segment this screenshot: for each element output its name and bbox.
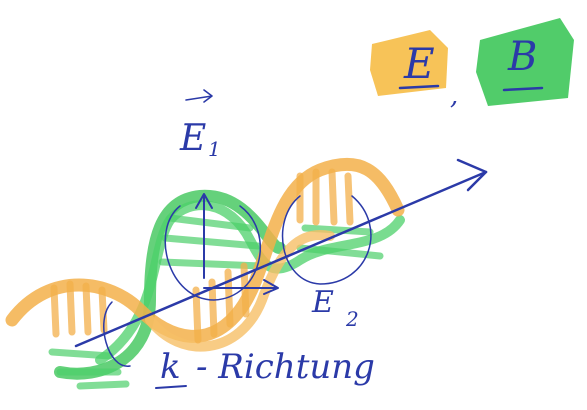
e1-label-subscript: 1 <box>208 137 221 161</box>
direction-caption: k - Richtung <box>156 347 375 388</box>
direction-symbol: k <box>160 347 181 387</box>
legend-separator: , <box>450 81 458 111</box>
e2-label-subscript: 2 <box>345 307 359 331</box>
direction-text: - Richtung <box>196 347 375 387</box>
e1-vector-mark <box>186 90 212 102</box>
e2-label: E 2 <box>311 285 359 331</box>
arrow-right-icon <box>458 160 486 190</box>
legend: E , B <box>370 18 574 111</box>
legend-e-label: E <box>403 39 435 88</box>
e1-label-letter: E <box>179 118 206 159</box>
e2-label-letter: E <box>311 285 334 320</box>
legend-b-label: B <box>507 34 537 80</box>
e1-label: E 1 <box>179 90 221 161</box>
